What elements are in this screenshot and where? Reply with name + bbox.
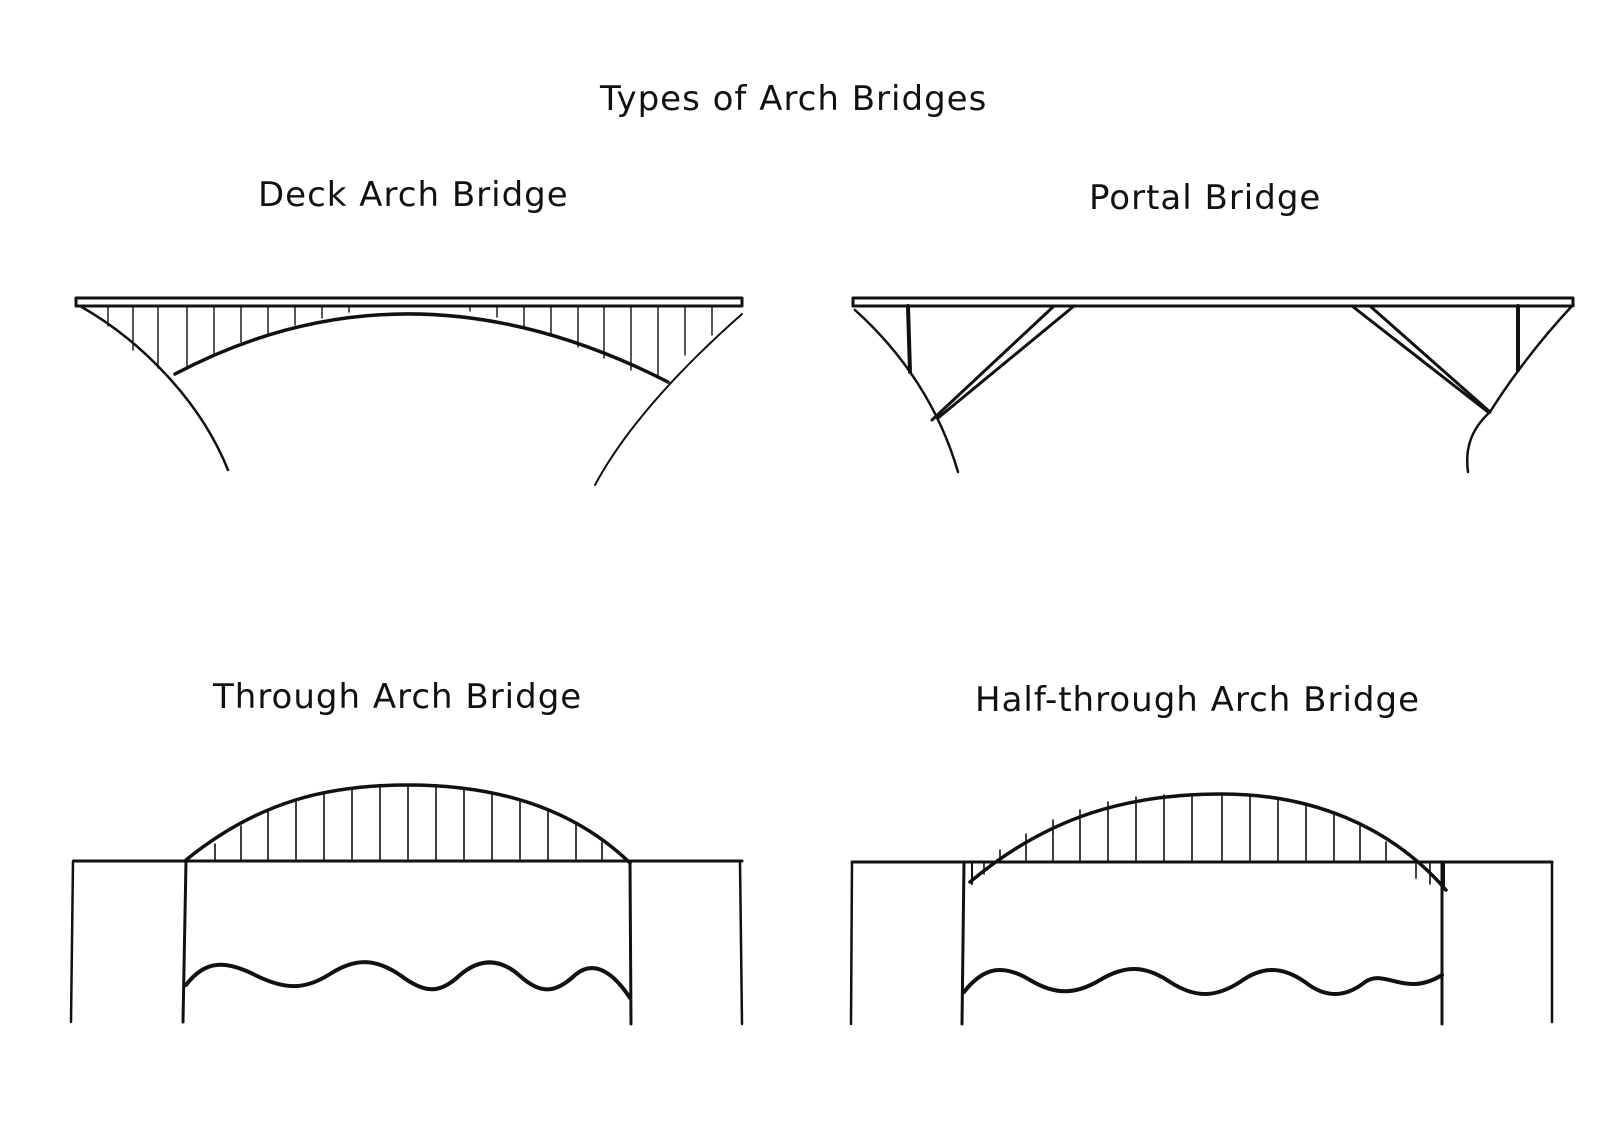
through-arch-right-bank-outer — [738, 859, 744, 1026]
half-through-left-bank-inner — [960, 860, 966, 1026]
portal-left-brace-outer — [936, 304, 1076, 420]
portal-left-brace-inner — [930, 304, 1056, 422]
portal-right-brace-outer — [1350, 304, 1490, 414]
portal-right-brace-inner — [1368, 304, 1492, 414]
half-through-arch-bridge-label: Half-through Arch Bridge — [975, 680, 1420, 720]
deck-arch-roadway — [74, 296, 744, 308]
deck-arch-vertical-hangers — [107, 305, 713, 379]
half-through-water-wave — [962, 967, 1444, 996]
deck-arch-main-arch — [173, 312, 670, 384]
half-through-main-arch — [968, 792, 1448, 892]
portal-bridge-drawing — [851, 296, 1575, 474]
portal-bridge-label: Portal Bridge — [1089, 178, 1322, 218]
through-arch-left-bank-outer — [69, 859, 75, 1024]
portal-left-post — [906, 304, 912, 374]
deck-arch-bridge-drawing — [74, 296, 744, 486]
half-through-left-bank-outer — [849, 860, 854, 1026]
half-through-arch-bridge-drawing — [849, 792, 1554, 1026]
deck-arch-left-cliff — [78, 304, 230, 472]
half-through-hangers — [983, 793, 1431, 885]
diagram-title: Types of Arch Bridges — [600, 79, 988, 119]
through-arch-left-bank-inner — [181, 859, 188, 1024]
deck-arch-right-cliff — [594, 313, 743, 486]
through-arch-bridge-drawing — [69, 783, 744, 1026]
through-arch-hangers — [214, 784, 603, 862]
portal-left-cliff — [853, 308, 960, 474]
portal-right-cliff — [1466, 304, 1574, 474]
portal-roadway — [851, 296, 1575, 308]
deck-arch-bridge-label: Deck Arch Bridge — [258, 175, 569, 215]
through-arch-water-wave — [184, 960, 632, 1000]
through-arch-bridge-label: Through Arch Bridge — [213, 677, 583, 717]
